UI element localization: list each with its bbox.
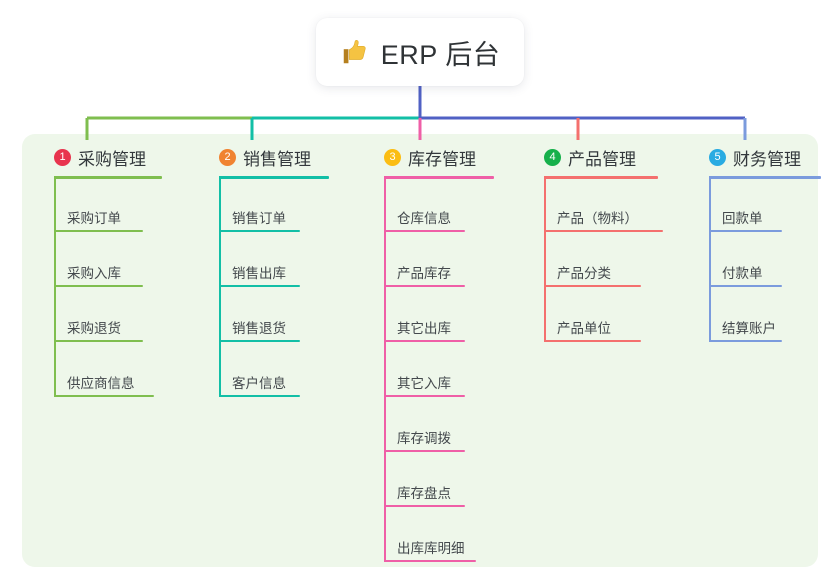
leaf-item-label: 销售出库	[232, 266, 286, 281]
leaf-item-label: 出库库明细	[397, 541, 465, 556]
leaf-item[interactable]: 付款单	[710, 261, 782, 287]
leaf-item-label: 结算账户	[722, 321, 776, 336]
branch-rule-5	[709, 176, 821, 179]
leaf-item-underline	[55, 285, 143, 287]
branch-header-5[interactable]: 5 财务管理	[693, 142, 839, 172]
leaf-item-label: 采购订单	[67, 211, 121, 226]
root-node[interactable]: ERP 后台	[316, 18, 524, 86]
leaf-item-underline	[220, 230, 300, 232]
leaf-item-underline	[220, 285, 300, 287]
leaf-item[interactable]: 其它出库	[385, 316, 465, 342]
leaf-item-underline	[385, 450, 465, 452]
leaf-item[interactable]: 采购订单	[55, 206, 143, 232]
leaf-item-label: 采购退货	[67, 321, 121, 336]
branch-title-3: 库存管理	[408, 149, 476, 169]
branch-rule-4	[544, 176, 658, 179]
leaf-item[interactable]: 产品单位	[545, 316, 641, 342]
leaf-item-underline	[385, 395, 465, 397]
leaf-item-underline	[55, 230, 143, 232]
branch-title-1: 采购管理	[78, 149, 146, 169]
leaf-item-underline	[55, 340, 143, 342]
branch-title-2: 销售管理	[243, 149, 311, 169]
branch-title-4: 产品管理	[568, 149, 636, 169]
branch-badge-4: 4	[544, 148, 561, 166]
leaf-item-label: 其它入库	[397, 376, 451, 391]
leaf-item-label: 产品（物料）	[557, 211, 638, 226]
branch-rule-2	[219, 176, 329, 179]
leaf-item-underline	[545, 285, 641, 287]
leaf-item-underline	[385, 230, 465, 232]
leaf-item[interactable]: 采购退货	[55, 316, 143, 342]
branch-column-4: 4 产品管理	[528, 142, 682, 179]
leaf-item[interactable]: 仓库信息	[385, 206, 465, 232]
branch-title-5: 财务管理	[733, 149, 801, 169]
leaf-item-label: 仓库信息	[397, 211, 451, 226]
thumbs-up-icon	[343, 40, 366, 64]
leaf-item-label: 付款单	[722, 266, 763, 281]
branches-panel	[22, 134, 818, 567]
branch-badge-1: 1	[54, 148, 71, 166]
leaf-item[interactable]: 销售出库	[220, 261, 300, 287]
leaf-item-underline	[385, 560, 476, 562]
leaf-item-underline	[385, 340, 465, 342]
leaf-item[interactable]: 其它入库	[385, 371, 465, 397]
branch-column-2: 2 销售管理	[203, 142, 353, 179]
leaf-item-label: 采购入库	[67, 266, 121, 281]
branch-badge-5: 5	[709, 148, 726, 166]
leaf-item[interactable]: 客户信息	[220, 371, 300, 397]
leaf-item-underline	[385, 505, 465, 507]
leaf-item-label: 销售订单	[232, 211, 286, 226]
branch-badge-3: 3	[384, 148, 401, 166]
leaf-item-label: 库存调拨	[397, 431, 451, 446]
leaf-item-label: 供应商信息	[67, 376, 135, 391]
branch-column-3: 3 库存管理	[368, 142, 518, 179]
leaf-item-underline	[710, 340, 782, 342]
branch-column-1: 1 采购管理	[38, 142, 186, 179]
leaf-item[interactable]: 供应商信息	[55, 371, 154, 397]
leaf-item[interactable]: 采购入库	[55, 261, 143, 287]
branch-header-3[interactable]: 3 库存管理	[368, 142, 518, 172]
leaf-item-label: 销售退货	[232, 321, 286, 336]
leaf-item[interactable]: 产品（物料）	[545, 206, 663, 232]
leaf-item-underline	[710, 285, 782, 287]
leaf-item-underline	[710, 230, 782, 232]
branch-badge-2: 2	[219, 148, 236, 166]
leaf-item-underline	[55, 395, 154, 397]
leaf-item[interactable]: 销售退货	[220, 316, 300, 342]
leaf-item-underline	[220, 340, 300, 342]
branch-header-1[interactable]: 1 采购管理	[38, 142, 186, 172]
leaf-item-underline	[385, 285, 465, 287]
branch-header-4[interactable]: 4 产品管理	[528, 142, 682, 172]
branch-column-5: 5 财务管理	[693, 142, 839, 179]
root-title: ERP 后台	[380, 39, 501, 70]
leaf-item-label: 库存盘点	[397, 486, 451, 501]
leaf-item[interactable]: 结算账户	[710, 316, 782, 342]
leaf-item-label: 产品分类	[557, 266, 611, 281]
leaf-item[interactable]: 出库库明细	[385, 536, 476, 562]
branch-rule-3	[384, 176, 494, 179]
leaf-item-label: 产品库存	[397, 266, 451, 281]
leaf-item-label: 其它出库	[397, 321, 451, 336]
leaf-item-underline	[220, 395, 300, 397]
leaf-item[interactable]: 产品库存	[385, 261, 465, 287]
branch-rule-1	[54, 176, 162, 179]
leaf-item[interactable]: 销售订单	[220, 206, 300, 232]
leaf-item-underline	[545, 340, 641, 342]
leaf-item-label: 回款单	[722, 211, 763, 226]
leaf-item-underline	[545, 230, 663, 232]
leaf-item-label: 客户信息	[232, 376, 286, 391]
leaf-item[interactable]: 产品分类	[545, 261, 641, 287]
leaf-item[interactable]: 库存调拨	[385, 426, 465, 452]
leaf-item[interactable]: 库存盘点	[385, 481, 465, 507]
leaf-item-label: 产品单位	[557, 321, 611, 336]
leaf-item[interactable]: 回款单	[710, 206, 782, 232]
branch-header-2[interactable]: 2 销售管理	[203, 142, 353, 172]
